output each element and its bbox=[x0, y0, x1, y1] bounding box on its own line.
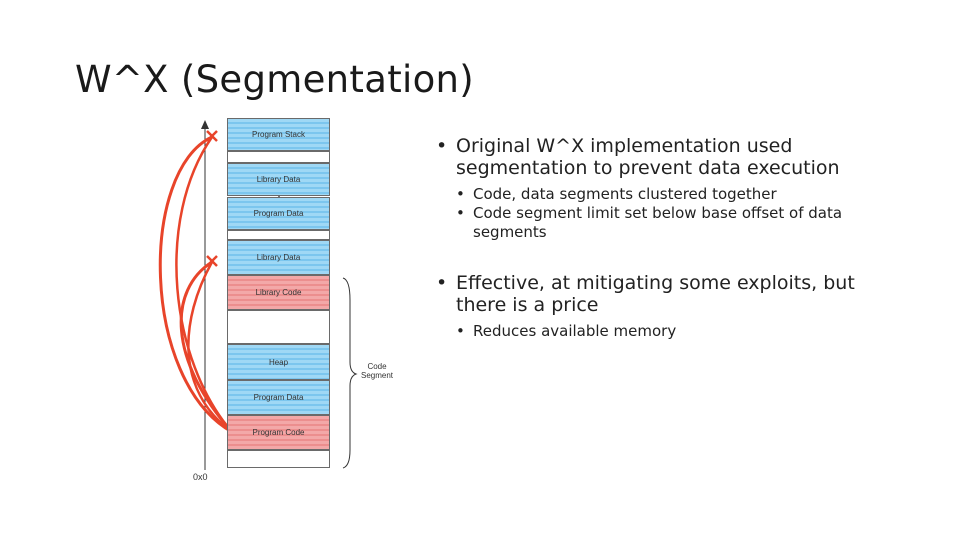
segment-program-code: Program Code bbox=[227, 415, 330, 450]
slide-title: W^X (Segmentation) bbox=[75, 58, 475, 101]
segment-library-code: Library Code bbox=[227, 275, 330, 310]
segment-heap: Heap bbox=[227, 344, 330, 380]
blocked-mark-top bbox=[206, 130, 218, 142]
exploit-arrow-outer bbox=[175, 136, 233, 433]
exploit-arrow-top bbox=[158, 135, 233, 434]
bullet-item: Effective, at mitigating some exploits, … bbox=[436, 272, 906, 316]
segment-bottom bbox=[227, 450, 330, 468]
sub-bullet-item: Reduces available memory bbox=[456, 322, 906, 341]
segment-gap bbox=[227, 310, 330, 344]
code-segment-label: Code Segment bbox=[360, 362, 394, 380]
segment-library-data: Library Data bbox=[227, 163, 330, 196]
segment-program-data: Program Data bbox=[227, 197, 330, 230]
address-axis-arrowhead bbox=[201, 120, 209, 129]
segment-gap bbox=[227, 230, 330, 240]
segment-program-data-lower: Program Data bbox=[227, 380, 330, 415]
segment-program-stack: Program Stack bbox=[227, 118, 330, 151]
sub-bullet-item: Code, data segments clustered together bbox=[456, 185, 906, 204]
bullet-list: Original W^X implementation used segment… bbox=[436, 135, 906, 341]
address-zero-label: 0x0 bbox=[193, 472, 208, 482]
bullet-item: Original W^X implementation used segment… bbox=[436, 135, 906, 179]
exploit-arrow-mid bbox=[179, 260, 234, 433]
blocked-mark-mid bbox=[206, 255, 218, 267]
sub-bullet-item: Code segment limit set below base offset… bbox=[456, 204, 906, 242]
segment-gap bbox=[227, 151, 330, 163]
code-segment-brace bbox=[342, 277, 358, 469]
segment-library-data-lower: Library Data bbox=[227, 240, 330, 275]
